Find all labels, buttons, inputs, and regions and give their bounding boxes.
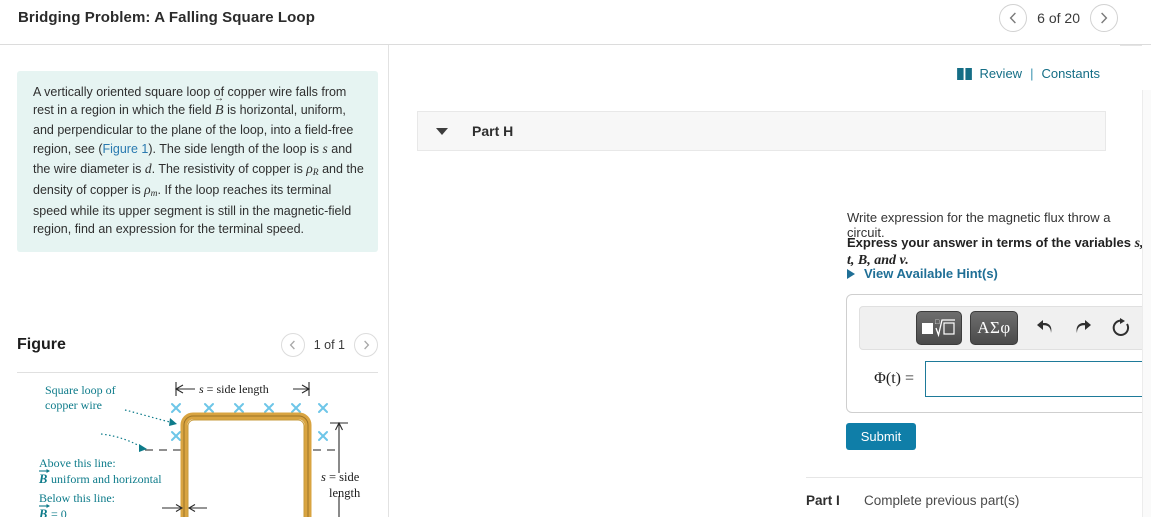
answer-input[interactable]: [925, 361, 1151, 397]
var-s: s: [322, 141, 328, 157]
loop-caption-line2: copper wire: [45, 398, 102, 412]
scrollbar-top-edge: [1120, 45, 1142, 46]
svg-text:□: □: [935, 318, 940, 326]
undo-arrow-icon: [1037, 320, 1052, 333]
book-icon: [957, 67, 973, 80]
side-length-label-1: s = side: [321, 470, 360, 484]
var-rho-r: ρR: [306, 160, 319, 178]
figure-1-link[interactable]: Figure 1: [102, 142, 149, 157]
review-constants-bar: Review | Constants: [957, 66, 1100, 81]
part-i-label: Part I: [806, 492, 840, 508]
math-toolbar: □ ΑΣφ: [859, 306, 1151, 350]
copper-loop-inner: [187, 419, 305, 517]
svg-text:B: B: [38, 507, 47, 517]
prev-problem-button[interactable]: [999, 4, 1028, 32]
chevron-left-icon: [289, 340, 296, 350]
redo-arrow-icon: [1076, 320, 1091, 333]
greek-symbols-button[interactable]: ΑΣφ: [970, 311, 1018, 345]
above-line-label-2: B uniform and horizontal: [38, 469, 162, 486]
side-length-dimension: [330, 421, 348, 517]
submit-button[interactable]: Submit: [846, 423, 916, 450]
view-hints-toggle[interactable]: View Available Hint(s): [847, 266, 998, 281]
page-scrollbar[interactable]: [1142, 90, 1151, 517]
svg-text:= 0: = 0: [51, 507, 67, 517]
part-i-status: Complete previous part(s): [864, 492, 1020, 508]
figure-divider: [17, 372, 378, 373]
answer-entry-box: □ ΑΣφ: [846, 294, 1151, 413]
instruction-prefix: Express your answer in terms of the vari…: [847, 235, 1135, 250]
problem-pager-label: 6 of 20: [1037, 10, 1080, 26]
next-problem-button[interactable]: [1090, 4, 1118, 32]
problem-seg-6: and the wire diameter is: [33, 142, 353, 176]
chevron-right-icon: [1101, 12, 1108, 24]
below-line-label-1: Below this line:: [39, 491, 115, 505]
reset-icon[interactable]: [1102, 313, 1140, 343]
part-h-label: Part H: [472, 123, 514, 139]
figure-image[interactable]: s = side length Square loop of copper wi…: [17, 378, 382, 517]
wire-diameter-dimension: [162, 504, 207, 512]
loop-caption-line1: Square loop of: [45, 383, 116, 397]
copper-loop-edge: [183, 415, 309, 517]
part-h-header[interactable]: Part H: [417, 111, 1106, 151]
view-hints-label: View Available Hint(s): [864, 266, 998, 281]
page-title: Bridging Problem: A Falling Square Loop: [18, 9, 315, 26]
undo-icon[interactable]: [1026, 313, 1064, 343]
root-template-icon: □: [922, 318, 955, 338]
problem-seg-10: and the density of copper is: [33, 161, 364, 198]
figure-title: Figure: [17, 336, 66, 353]
falling-loop-diagram: s = side length Square loop of copper wi…: [38, 382, 361, 517]
svg-text:s = side length: s = side length: [199, 382, 269, 396]
var-d: d: [144, 160, 152, 176]
refresh-circular-icon: [1112, 318, 1130, 336]
figure-next-button[interactable]: [354, 333, 378, 357]
figure-prev-button[interactable]: [280, 333, 305, 357]
chevron-left-icon: [1009, 12, 1017, 24]
review-link[interactable]: Review: [979, 66, 1023, 81]
svg-text:B: B: [38, 472, 47, 486]
problem-seg-0: A vertically oriented square loop of cop…: [33, 85, 347, 117]
figure-pager-label: 1 of 1: [313, 338, 345, 352]
svg-text:uniform and horizontal: uniform and horizontal: [51, 472, 162, 486]
left-panel: A vertically oriented square loop of cop…: [0, 45, 389, 517]
chevron-right-icon: [363, 340, 369, 350]
part-h-question: Write expression for the magnetic flux t…: [847, 210, 1111, 240]
problem-statement-box: A vertically oriented square loop of cop…: [17, 71, 378, 252]
above-line-label-1: Above this line:: [39, 456, 116, 470]
problem-seg-4: ). The side length of the loop is: [148, 142, 323, 157]
figure-pager: 1 of 1: [280, 333, 378, 357]
problem-seg-2: is horizontal, uniform, and perpendicula…: [33, 103, 354, 157]
right-panel: Review | Constants Part H Write expressi…: [389, 45, 1151, 517]
answer-label: Φ(t) =: [874, 370, 914, 387]
page-header: Bridging Problem: A Falling Square Loop …: [0, 0, 1151, 45]
redo-icon[interactable]: [1064, 313, 1102, 343]
constants-link[interactable]: Constants: [1041, 66, 1100, 81]
review-separator: |: [1030, 66, 1034, 81]
side-length-label-2: length: [329, 486, 361, 500]
problem-statement-text: A vertically oriented square loop of cop…: [33, 83, 364, 238]
answer-input-row: Φ(t) =: [847, 361, 1151, 397]
instruction-vars: s, t, B, and v.: [847, 236, 1144, 268]
part-i-row[interactable]: Part I Complete previous part(s): [806, 477, 1151, 517]
figure-header: Figure 1 of 1: [17, 330, 378, 370]
problem-seg-12: . If the loop reaches its terminal speed…: [33, 183, 352, 236]
caret-right-icon: [847, 268, 855, 279]
problem-seg-8: . The resistivity of copper is: [151, 161, 307, 176]
part-h-instruction: Express your answer in terms of the vari…: [847, 235, 1151, 269]
field-vector-symbol: B: [214, 92, 224, 121]
caret-down-icon[interactable]: [436, 127, 448, 135]
below-line-label-2: B = 0: [38, 504, 67, 517]
template-root-button[interactable]: □: [916, 311, 962, 345]
problem-pager: 6 of 20: [999, 4, 1118, 32]
var-rho-m: ρm: [144, 182, 158, 200]
